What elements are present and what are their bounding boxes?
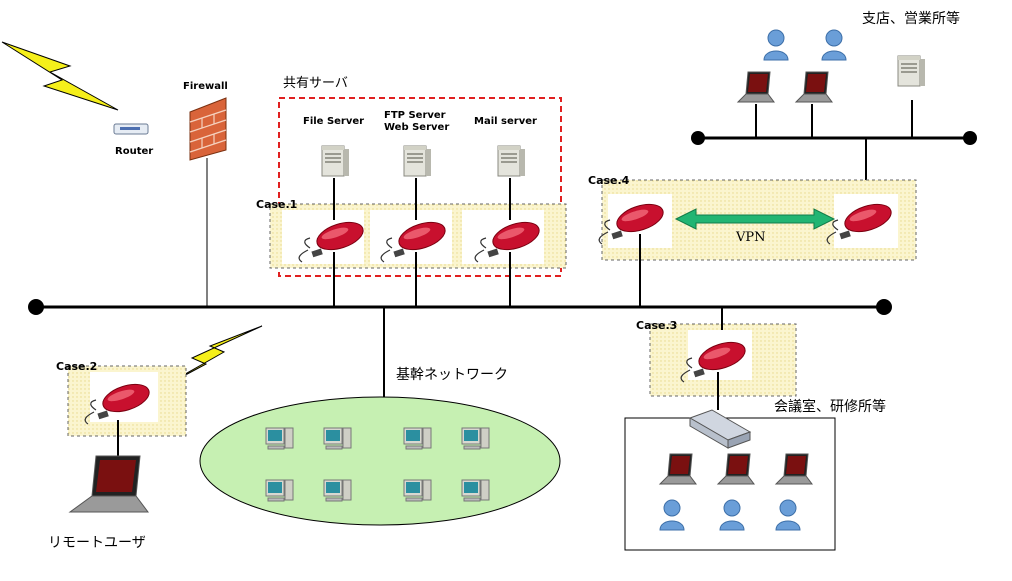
mail-server-label: Mail server	[474, 116, 537, 127]
case2-label: Case.2	[56, 360, 98, 373]
wireless-lightning-icon	[1, 41, 119, 111]
laptop-icon	[68, 455, 149, 513]
shared-server-label: 共有サーバ	[283, 76, 348, 91]
desktop-pc-icon	[461, 427, 490, 450]
router-icon	[113, 123, 149, 135]
server-icon	[497, 145, 526, 177]
desktop-pc-icon	[265, 427, 294, 450]
case1-label: Case.1	[256, 198, 298, 211]
branch-label: 支店、営業所等	[862, 11, 960, 27]
firewall-icon	[189, 97, 227, 161]
desktop-pc-icon	[323, 427, 352, 450]
server-icon	[897, 55, 926, 87]
router-label: Router	[115, 146, 154, 157]
backbone-label: 基幹ネットワーク	[396, 367, 508, 383]
case3-label: Case.3	[636, 319, 678, 332]
switch-hub-icon	[688, 409, 752, 449]
vpn-label: VPN	[736, 230, 766, 245]
firewall-label: Firewall	[183, 81, 228, 92]
desktop-pc-icon	[461, 479, 490, 502]
laptop-icon	[737, 71, 775, 103]
user-icon	[821, 29, 847, 61]
desktop-pc-icon	[403, 427, 432, 450]
server-icon	[321, 145, 350, 177]
laptop-icon	[795, 71, 833, 103]
meeting-room-label: 会議室、研修所等	[774, 399, 886, 415]
desktop-pc-icon	[323, 479, 352, 502]
case4-label: Case.4	[588, 174, 630, 187]
ftp-server-label: FTP Server	[384, 110, 446, 121]
web-server-label: Web Server	[384, 122, 450, 133]
vpn-arrow-icon	[674, 208, 836, 230]
file-server-label: File Server	[303, 116, 365, 127]
user-icon	[763, 29, 789, 61]
remote-user-label: リモートユーザ	[48, 535, 146, 551]
desktop-pc-icon	[265, 479, 294, 502]
server-icon	[403, 145, 432, 177]
desktop-pc-icon	[403, 479, 432, 502]
